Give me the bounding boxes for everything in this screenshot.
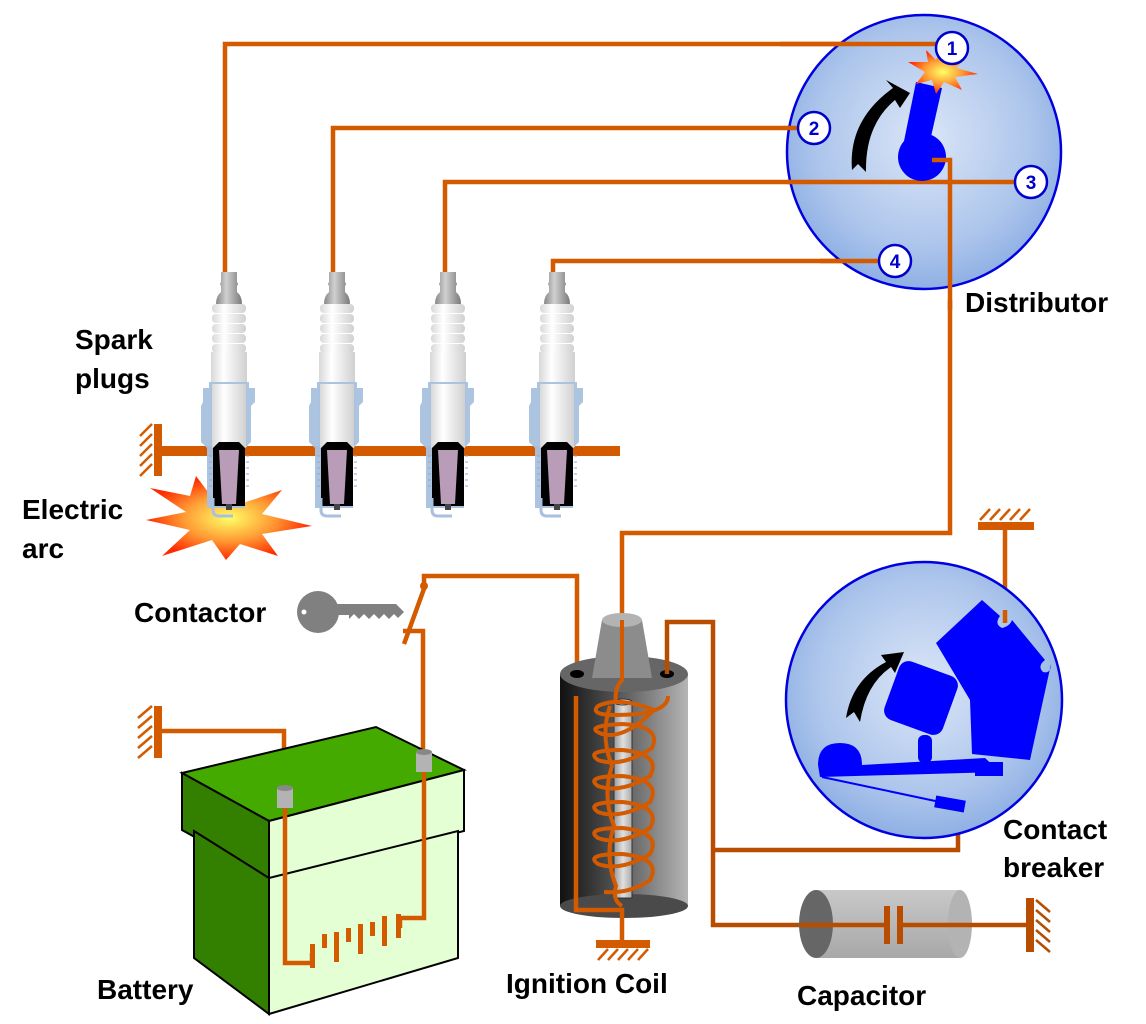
electric-arc-icon <box>146 476 312 560</box>
ground-icon <box>139 423 153 477</box>
coil-windings <box>592 620 670 908</box>
rotation-arrow-icon <box>851 80 910 172</box>
contactor-label: Contactor <box>134 597 266 628</box>
wire-ht-coil <box>619 300 953 615</box>
svg-text:4: 4 <box>890 252 901 273</box>
spark-plug-1 <box>199 270 257 518</box>
spark-plugs-label-2: plugs <box>75 363 150 394</box>
key-icon <box>297 591 404 633</box>
svg-text:3: 3 <box>1026 173 1037 194</box>
spark-plugs-label-1: Spark <box>75 324 153 355</box>
battery-cell-symbol <box>310 914 401 968</box>
wire-plug-2 <box>330 125 797 272</box>
rotation-arrow-icon <box>846 652 904 722</box>
wire-rotor-out <box>932 157 953 310</box>
capacitor-label: Capacitor <box>797 980 926 1011</box>
contact-breaker <box>784 508 1064 840</box>
wire-coil-to-capacitor <box>664 619 800 928</box>
contact-breaker-label-1: Contact <box>1003 814 1107 845</box>
plug-wires <box>222 41 1015 272</box>
distributor-terminal-2: 2 <box>796 110 832 146</box>
spark-plug-rail <box>139 423 620 477</box>
distributor: 1 2 3 4 <box>780 13 1063 310</box>
wire-plug-4 <box>550 258 878 272</box>
wire-plug-1 <box>222 41 940 272</box>
contactor-switch <box>401 573 580 770</box>
battery <box>137 705 467 1016</box>
electric-arc-label-2: arc <box>22 533 64 564</box>
distributor-terminal-4: 4 <box>877 243 913 279</box>
spark-plug-4 <box>527 270 585 518</box>
electric-arc-label-1: Electric <box>22 494 123 525</box>
spark-plug-3 <box>418 270 476 518</box>
distributor-label: Distributor <box>965 287 1108 318</box>
contact-breaker-label-2: breaker <box>1003 852 1104 883</box>
svg-text:2: 2 <box>809 119 820 140</box>
distributor-terminal-3: 3 <box>1013 164 1049 200</box>
capacitor <box>799 890 1051 958</box>
svg-text:1: 1 <box>947 39 958 60</box>
ignition-coil-label: Ignition Coil <box>506 968 668 999</box>
rotor <box>898 82 946 181</box>
battery-label: Battery <box>97 974 194 1005</box>
distributor-terminal-1: 1 <box>934 30 970 66</box>
spark-plug-2 <box>307 270 365 518</box>
ignition-coil <box>560 613 688 961</box>
